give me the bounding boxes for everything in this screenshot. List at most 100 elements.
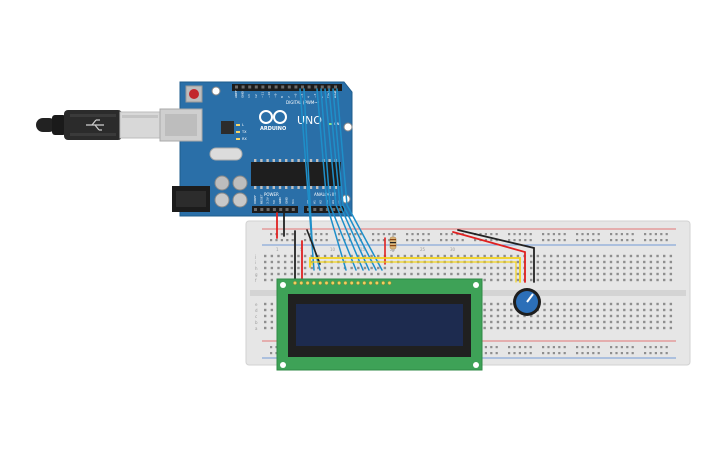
rail-hole[interactable] [320, 233, 323, 236]
breadboard-hole[interactable] [496, 278, 500, 282]
digital-pin[interactable] [287, 85, 291, 89]
rail-hole[interactable] [597, 233, 600, 236]
rail-hole[interactable] [291, 239, 294, 242]
rail-hole[interactable] [649, 239, 652, 242]
breadboard-hole[interactable] [543, 272, 546, 276]
rail-hole[interactable] [445, 233, 448, 236]
breadboard-hole[interactable] [656, 278, 659, 282]
breadboard-hole[interactable] [576, 272, 579, 276]
breadboard-hole[interactable] [663, 266, 666, 270]
rail-hole[interactable] [592, 239, 595, 242]
breadboard-hole[interactable] [643, 278, 646, 282]
rail-hole[interactable] [558, 346, 561, 349]
breadboard-hole[interactable] [436, 272, 440, 276]
rail-hole[interactable] [660, 233, 663, 236]
rail-hole[interactable] [456, 239, 459, 242]
breadboard-hole[interactable] [656, 260, 659, 264]
breadboard-hole[interactable] [317, 272, 320, 276]
rail-hole[interactable] [610, 352, 613, 355]
breadboard-hole[interactable] [616, 308, 619, 312]
breadboard-hole[interactable] [423, 266, 426, 270]
breadboard-hole[interactable] [503, 308, 506, 312]
breadboard-hole[interactable] [583, 308, 586, 312]
reset-button[interactable] [185, 85, 203, 103]
lcd-pin[interactable] [349, 281, 354, 285]
rail-hole[interactable] [597, 346, 600, 349]
rail-hole[interactable] [626, 346, 629, 349]
breadboard-hole[interactable] [576, 326, 579, 330]
breadboard-hole[interactable] [603, 260, 606, 264]
rail-hole[interactable] [490, 346, 493, 349]
rail-hole[interactable] [654, 239, 657, 242]
digital-pin[interactable] [334, 85, 337, 89]
lcd-pin[interactable] [356, 281, 360, 285]
rail-hole[interactable] [581, 346, 584, 349]
breadboard-hole[interactable] [643, 254, 646, 258]
rail-hole[interactable] [338, 233, 341, 236]
breadboard-hole[interactable] [523, 314, 526, 318]
rail-hole[interactable] [325, 233, 328, 236]
breadboard-hole[interactable] [283, 260, 287, 264]
breadboard-hole[interactable] [609, 302, 613, 306]
rail-hole[interactable] [372, 233, 375, 236]
breadboard-hole[interactable] [629, 302, 633, 306]
breadboard-hole[interactable] [663, 320, 666, 324]
breadboard-hole[interactable] [297, 260, 300, 264]
breadboard-hole[interactable] [503, 278, 506, 282]
breadboard-hole[interactable] [596, 320, 599, 324]
breadboard-hole[interactable] [656, 254, 659, 258]
digital-header[interactable] [232, 84, 342, 91]
digital-pin[interactable] [307, 85, 311, 89]
breadboard-hole[interactable] [397, 266, 400, 270]
rail-hole[interactable] [610, 346, 613, 349]
rail-hole[interactable] [513, 239, 516, 242]
breadboard-hole[interactable] [543, 260, 546, 264]
breadboard-hole[interactable] [397, 254, 400, 258]
breadboard-hole[interactable] [569, 320, 573, 324]
breadboard-hole[interactable] [649, 272, 653, 276]
rail-hole[interactable] [270, 233, 273, 236]
digital-pin[interactable] [261, 85, 265, 89]
breadboard-hole[interactable] [583, 272, 586, 276]
breadboard-hole[interactable] [330, 254, 333, 258]
rail-hole[interactable] [508, 346, 511, 349]
rail-hole[interactable] [286, 233, 289, 236]
power-pin[interactable] [254, 208, 257, 211]
breadboard-hole[interactable] [583, 326, 586, 330]
lcd-16x2-display[interactable] [276, 278, 483, 371]
rail-hole[interactable] [558, 239, 561, 242]
breadboard-hole[interactable] [337, 266, 340, 270]
breadboard-hole[interactable] [589, 266, 593, 270]
rail-hole[interactable] [495, 239, 498, 242]
breadboard-hole[interactable] [503, 254, 506, 258]
breadboard-hole[interactable] [589, 278, 593, 282]
rail-hole[interactable] [552, 239, 555, 242]
breadboard-hole[interactable] [596, 326, 599, 330]
breadboard-hole[interactable] [556, 308, 559, 312]
rail-hole[interactable] [508, 239, 511, 242]
lcd-pin[interactable] [362, 281, 367, 285]
breadboard-hole[interactable] [264, 314, 267, 318]
breadboard-hole[interactable] [643, 314, 646, 318]
breadboard-hole[interactable] [583, 320, 586, 324]
breadboard-hole[interactable] [490, 320, 493, 324]
breadboard-hole[interactable] [596, 254, 599, 258]
breadboard-hole[interactable] [556, 266, 559, 270]
breadboard-hole[interactable] [490, 278, 493, 282]
breadboard-hole[interactable] [596, 302, 599, 306]
rail-hole[interactable] [372, 239, 375, 242]
breadboard-hole[interactable] [629, 272, 633, 276]
breadboard-hole[interactable] [636, 266, 639, 270]
breadboard-hole[interactable] [576, 302, 579, 306]
rail-hole[interactable] [586, 233, 589, 236]
breadboard-hole[interactable] [443, 254, 446, 258]
breadboard-hole[interactable] [643, 326, 646, 330]
rail-hole[interactable] [450, 239, 453, 242]
breadboard-hole[interactable] [357, 254, 360, 258]
breadboard-hole[interactable] [656, 266, 659, 270]
breadboard-hole[interactable] [410, 272, 413, 276]
breadboard-hole[interactable] [576, 254, 579, 258]
breadboard-hole[interactable] [649, 320, 653, 324]
breadboard-hole[interactable] [290, 266, 293, 270]
breadboard-hole[interactable] [623, 260, 626, 264]
